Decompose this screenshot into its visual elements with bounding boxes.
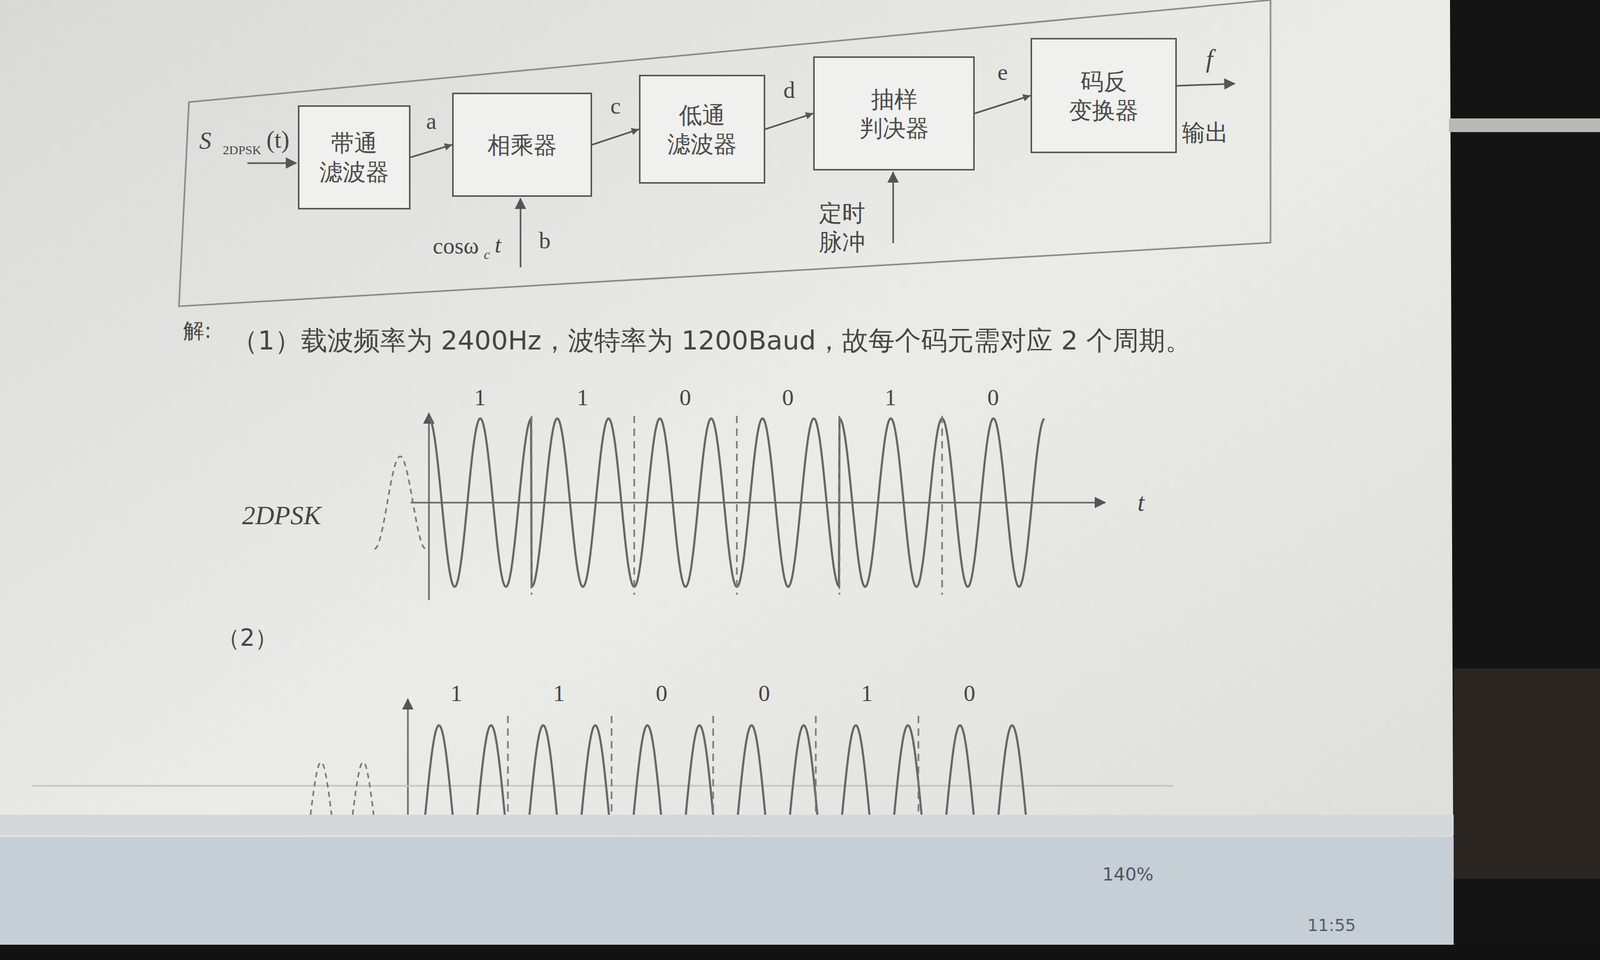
symbol-boundary: [507, 715, 509, 814]
reference-wave: [374, 456, 426, 549]
symbol-boundary: [941, 415, 944, 595]
signal-point-label: a: [426, 108, 437, 136]
demod-pulse: [998, 725, 1026, 815]
diagram-label: 1: [450, 680, 463, 708]
diagram-label: 140%: [1102, 864, 1154, 885]
box-label: 抽样 判决器: [859, 84, 929, 143]
reference-pulse: [352, 762, 374, 815]
process-box: 低通 滤波器: [638, 74, 766, 184]
box-label: 低通 滤波器: [667, 100, 737, 159]
diagram-label: 2DPSK: [222, 143, 262, 158]
signal-arrow: [592, 129, 639, 146]
diagram-label: c: [483, 246, 490, 263]
box-label: 相乘器: [487, 130, 557, 160]
diagram-label: 0: [987, 384, 999, 412]
process-box: 带通 滤波器: [297, 105, 411, 210]
demod-pulse: [425, 725, 453, 815]
demod-pulse: [581, 725, 609, 815]
diagram-label: 1: [474, 384, 486, 412]
diagram-label: （1）载波频率为 2400Hz，波特率为 1200Baud，故每个码元需对应 2…: [231, 325, 1192, 357]
diagram-label: 2DPSK: [242, 500, 322, 532]
diagram-label: f: [1205, 44, 1213, 74]
signal-point-label: d: [783, 76, 796, 104]
carrier-arrow: [520, 198, 522, 268]
diagram-label: 定时 脉冲: [818, 198, 866, 257]
demod-pulse: [790, 725, 818, 815]
signal-arrow: [974, 95, 1031, 114]
diagram-label: 1: [861, 680, 873, 708]
signal-point-label: e: [997, 58, 1008, 86]
diagram-label: 1: [576, 384, 589, 412]
process-box: 相乘器: [452, 92, 593, 197]
signal-arrow: [410, 144, 453, 158]
timing-arrow: [892, 172, 895, 244]
waveforms: [310, 415, 1045, 815]
diagram-label: t: [494, 232, 502, 259]
box-label: 带通 滤波器: [319, 128, 389, 187]
diagram-label: cosω: [432, 233, 479, 260]
diagram-label: (t): [266, 126, 289, 155]
demod-pulse: [946, 725, 974, 815]
diagram-label: 输出: [1182, 119, 1229, 147]
demod-pulse: [737, 725, 766, 815]
symbol-boundary: [611, 715, 613, 814]
diagram-label: 0: [963, 680, 976, 708]
output-arrow: [1176, 83, 1235, 86]
demod-pulse: [529, 725, 557, 815]
demod-pulse: [477, 725, 505, 815]
time-axis: [410, 502, 1106, 504]
bezel: [0, 944, 1600, 960]
diagram-label: t: [1137, 487, 1145, 517]
symbol-boundary: [815, 715, 817, 814]
symbol-boundary: [531, 415, 533, 595]
diagram-label: 解:: [183, 318, 212, 343]
diagram-label: 0: [758, 680, 770, 708]
taskbar: [0, 836, 1454, 945]
symbol-boundary: [838, 415, 841, 595]
wall-shadow: [1453, 668, 1600, 879]
amplitude-axis: [407, 698, 409, 815]
demod-pulse: [685, 725, 714, 815]
diagram-label: 0: [655, 680, 668, 708]
diagram-label: b: [538, 227, 551, 255]
screen-frame: [1450, 0, 1600, 960]
diagram-label: 0: [782, 384, 794, 412]
diagram-label: 1: [553, 680, 565, 708]
input-arrow: [247, 162, 297, 165]
symbol-boundary: [712, 715, 715, 814]
signal-point-label: c: [610, 92, 622, 120]
signal-arrow: [765, 113, 814, 130]
demod-pulse: [894, 725, 922, 815]
process-box: 码反 变换器: [1030, 37, 1177, 154]
diagram-label: S: [199, 127, 212, 156]
diagram-label: 11:55: [1307, 915, 1356, 936]
box-label: 码反 变换器: [1068, 66, 1139, 125]
reference-pulse: [310, 762, 332, 815]
diagram-frame: [178, 0, 1271, 307]
process-box: 抽样 判决器: [813, 56, 975, 171]
symbol-boundary: [917, 715, 920, 814]
diagram-label: （2）: [216, 624, 278, 652]
wall-stripe: [1448, 118, 1600, 133]
demod-pulse: [842, 725, 870, 815]
diagram-label: 1: [884, 384, 897, 412]
demod-pulse: [633, 725, 662, 815]
symbol-boundary: [633, 415, 636, 595]
symbol-boundary: [736, 415, 738, 595]
amplitude-axis: [428, 413, 430, 600]
status-bar: [0, 814, 1454, 836]
diagram-label: 0: [679, 384, 692, 412]
